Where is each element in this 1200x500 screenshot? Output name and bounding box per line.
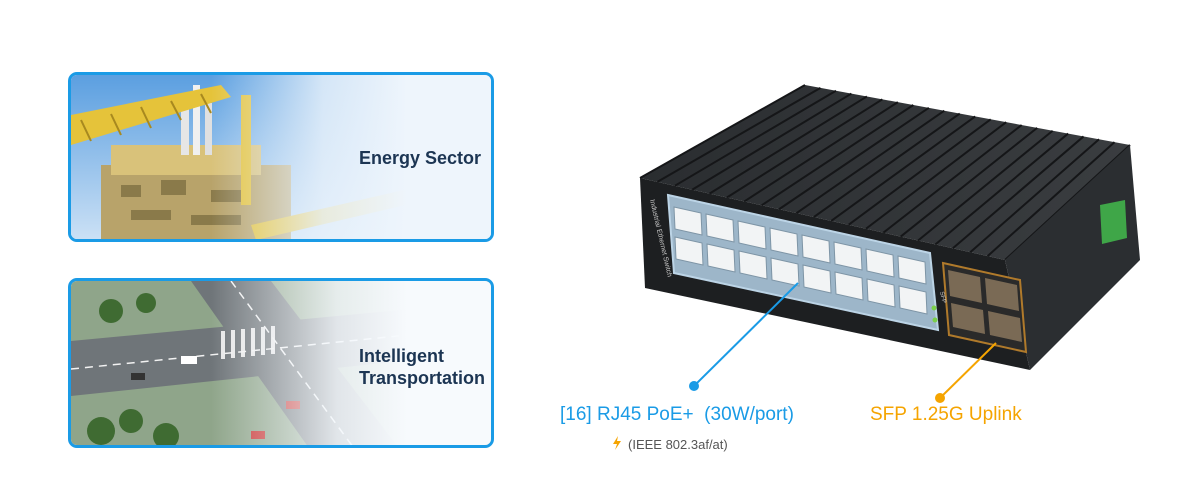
heatsink-fin bbox=[969, 138, 1100, 253]
heatsink-fin bbox=[656, 86, 821, 183]
heatsink-fin bbox=[813, 112, 961, 218]
sfp-leader-line bbox=[939, 342, 997, 399]
card-label: Intelligent Transportation bbox=[359, 346, 486, 388]
heatsink-fin bbox=[691, 92, 852, 191]
rj45-port bbox=[674, 236, 704, 266]
rj45-port bbox=[801, 234, 831, 264]
rj45-port bbox=[865, 248, 895, 278]
rj45-standard-note: (IEEE 802.3af/at) bbox=[628, 437, 728, 452]
heatsink-fin bbox=[743, 101, 899, 203]
heatsink-fin bbox=[934, 132, 1069, 246]
heatsink-fin bbox=[674, 89, 837, 187]
heatsink-fin bbox=[639, 84, 806, 179]
rj45-port bbox=[738, 250, 768, 280]
rj45-port bbox=[706, 243, 736, 273]
rj45-port bbox=[833, 241, 863, 271]
rj45-port bbox=[737, 220, 767, 250]
rj45-leader-dot bbox=[689, 381, 699, 391]
heatsink-fin bbox=[952, 135, 1085, 250]
lightning-icon bbox=[613, 436, 621, 450]
photo-fade-overlay bbox=[211, 75, 491, 239]
heatsink-fin bbox=[847, 118, 992, 226]
rj45-port bbox=[770, 257, 800, 287]
heatsink-fin bbox=[778, 107, 930, 211]
industrial-switch-image: Industrial Ethernet Switch SFP bbox=[639, 84, 1140, 370]
rj45-port bbox=[769, 227, 799, 257]
sfp-callout: SFP 1.25G Uplink bbox=[870, 404, 1022, 425]
rj45-port bbox=[673, 206, 703, 236]
heatsink-fin bbox=[830, 115, 976, 222]
heatsink-fin bbox=[917, 129, 1054, 242]
heatsink-fin bbox=[795, 109, 945, 214]
heatsink-fin bbox=[761, 104, 914, 207]
intelligent-transportation-card: Intelligent Transportation bbox=[68, 278, 494, 448]
heatsink-fin bbox=[900, 127, 1038, 238]
rj45-port bbox=[866, 278, 896, 308]
heatsink-fin bbox=[865, 121, 1007, 230]
energy-sector-card: Energy Sector bbox=[68, 72, 494, 242]
rj45-callout: [16] RJ45 PoE+ (30W/port) bbox=[560, 404, 794, 425]
heatsink-fin bbox=[726, 98, 883, 199]
heatsink-fin bbox=[882, 124, 1023, 234]
heatsink-fin bbox=[986, 141, 1116, 257]
rj45-port bbox=[705, 213, 735, 243]
sfp-port-label: SFP bbox=[938, 291, 946, 304]
photo-fade-overlay bbox=[211, 281, 491, 445]
card-label: Energy Sector bbox=[359, 148, 482, 168]
rj45-port bbox=[898, 285, 928, 315]
rj45-leader-line bbox=[693, 282, 799, 387]
rj45-port bbox=[897, 255, 927, 285]
sfp-leader-dot bbox=[935, 393, 945, 403]
rj45-port bbox=[802, 264, 832, 294]
rj45-port bbox=[834, 271, 864, 301]
heatsink-fin bbox=[708, 95, 868, 195]
